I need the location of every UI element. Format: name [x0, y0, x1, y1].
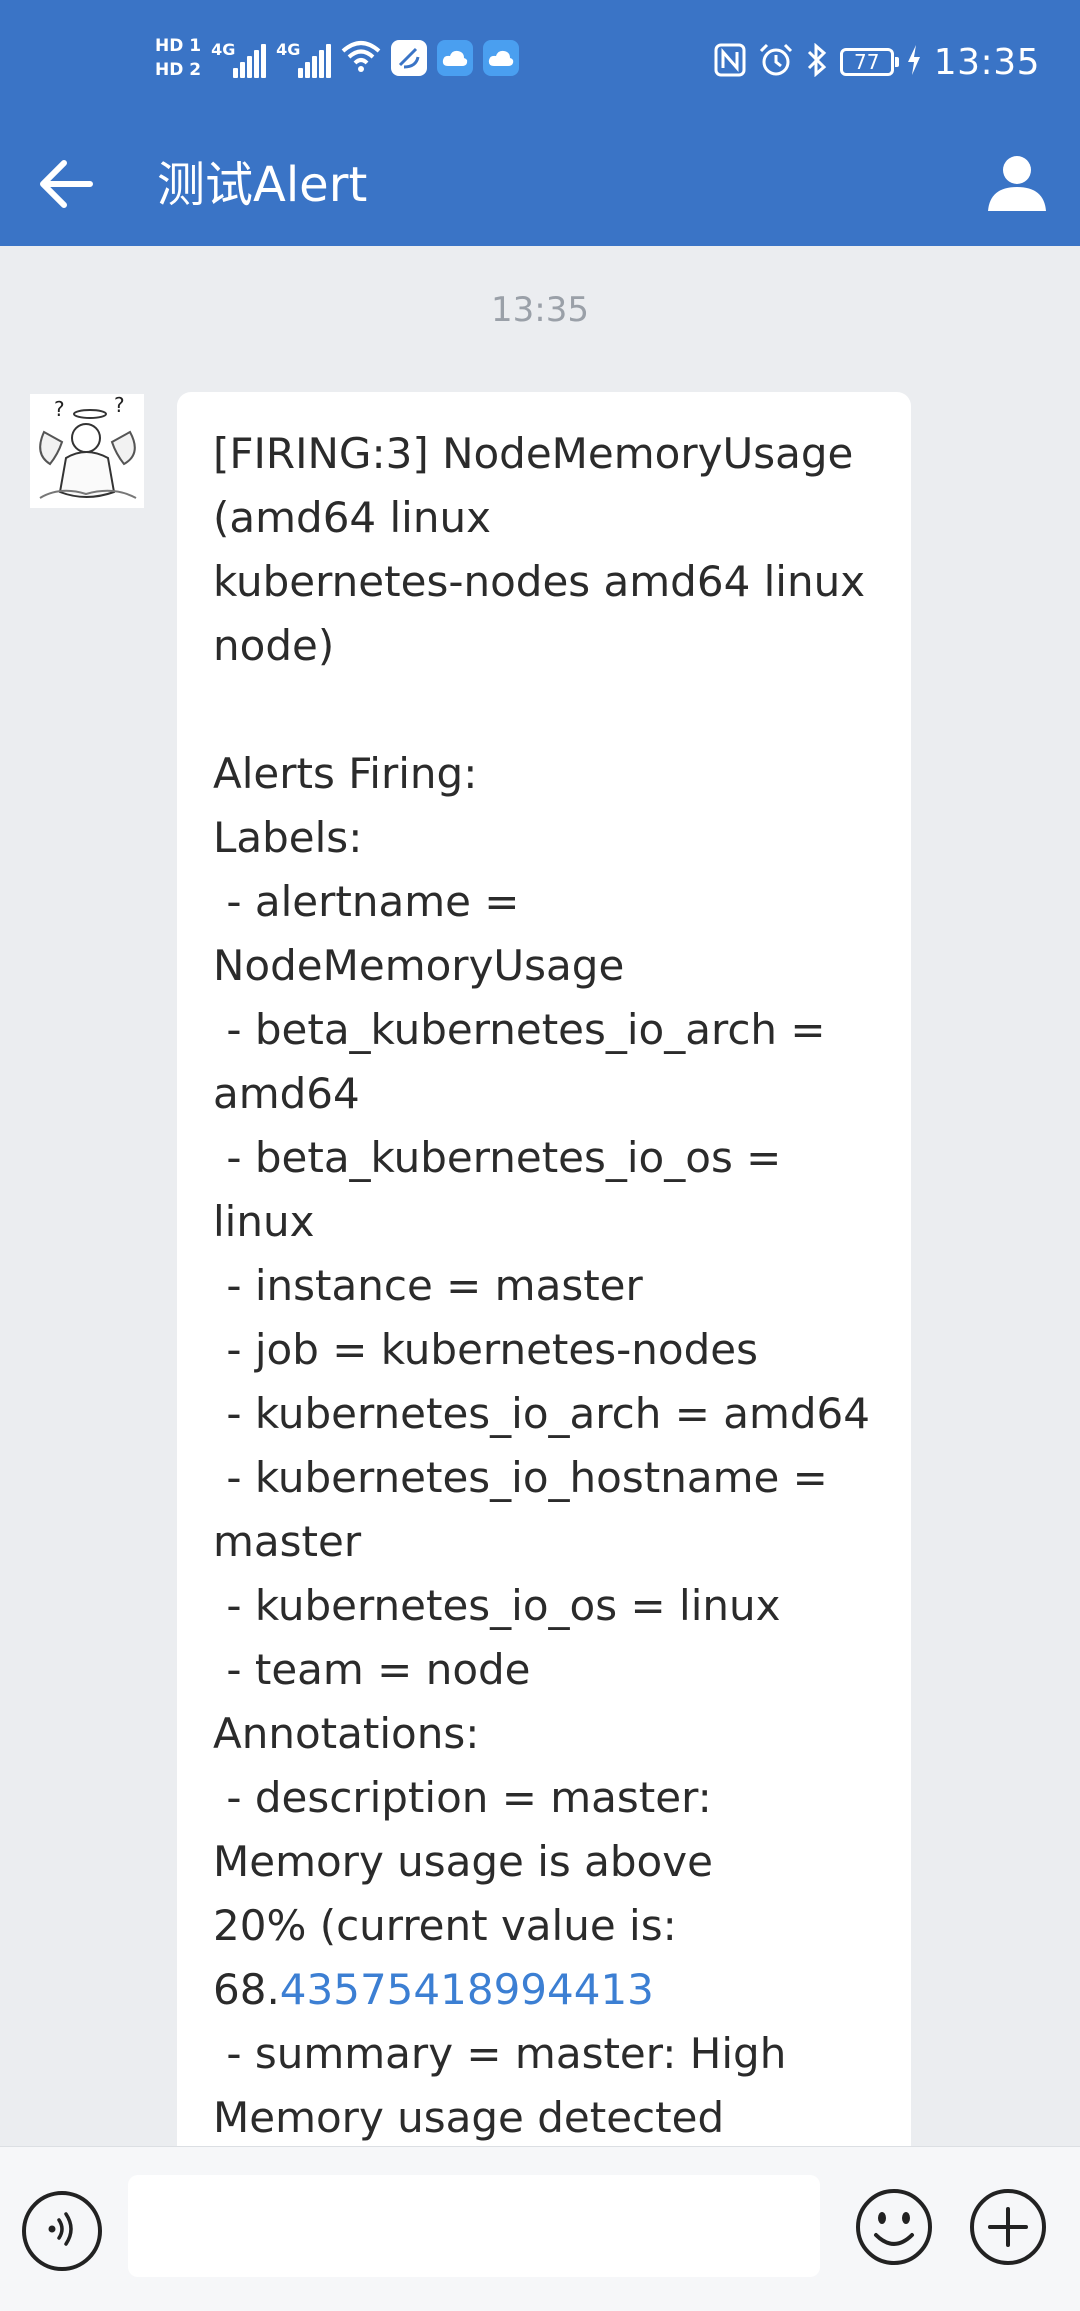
cloud-icon-2 [483, 40, 520, 76]
status-left: HD 1 HD 2 4G 4G [155, 28, 520, 88]
message-input[interactable] [128, 2175, 820, 2277]
chat-area[interactable]: 13:35 ? ? [FIRING:3] NodeMemoryUsage (am… [0, 246, 1080, 2292]
signal-icon: 4G [211, 38, 267, 78]
wifi-icon [341, 39, 381, 77]
bluetooth-icon [806, 42, 828, 81]
battery-level: 77 [854, 50, 880, 74]
angel-cartoon-avatar: ? ? [30, 394, 144, 508]
voice-icon [40, 2209, 84, 2253]
alarm-icon [758, 43, 794, 81]
avatar[interactable]: ? ? [30, 394, 144, 508]
hd1-label: HD 1 [155, 36, 202, 56]
svg-text:?: ? [114, 394, 125, 417]
person-icon [986, 154, 1048, 216]
arrow-left-icon [38, 159, 94, 213]
status-bar: HD 1 HD 2 4G 4G [0, 0, 1080, 125]
network-label-2: 4G [276, 40, 301, 59]
app-d-icon [391, 40, 428, 76]
network-label-1: 4G [211, 40, 236, 59]
message-timestamp: 13:35 [491, 290, 589, 330]
message-body: [FIRING:3] NodeMemoryUsage (amd64 linux … [213, 429, 870, 2014]
message-body-tail: - summary = master: High Memory usage de… [213, 2029, 787, 2142]
title-bar: 测试Alert [0, 125, 1080, 246]
emoji-button[interactable] [854, 2189, 934, 2269]
charging-icon [906, 43, 922, 81]
message-bubble[interactable]: [FIRING:3] NodeMemoryUsage (amd64 linux … [177, 392, 911, 2292]
more-actions-button[interactable] [968, 2189, 1048, 2269]
message-text: [FIRING:3] NodeMemoryUsage (amd64 linux … [213, 422, 875, 2150]
status-right: 77 13:35 [714, 40, 1040, 84]
input-bar [0, 2146, 1080, 2311]
chat-title: 测试Alert [157, 157, 368, 213]
message-link[interactable]: 43575418994413 [279, 1965, 654, 2014]
plus-icon [968, 2187, 1048, 2271]
cloud-icon [437, 40, 474, 76]
svg-text:?: ? [54, 397, 65, 421]
emoji-icon [854, 2187, 934, 2271]
nfc-icon [714, 43, 746, 81]
hd2-label: HD 2 [155, 60, 202, 80]
status-time: 13:35 [933, 41, 1040, 83]
battery-indicator: 77 [839, 48, 899, 76]
hd-indicator: HD 1 HD 2 [155, 36, 201, 80]
back-button[interactable] [28, 151, 104, 221]
contact-info-button[interactable] [978, 145, 1056, 225]
voice-button[interactable] [22, 2191, 102, 2271]
signal-icon-2: 4G [276, 38, 332, 78]
